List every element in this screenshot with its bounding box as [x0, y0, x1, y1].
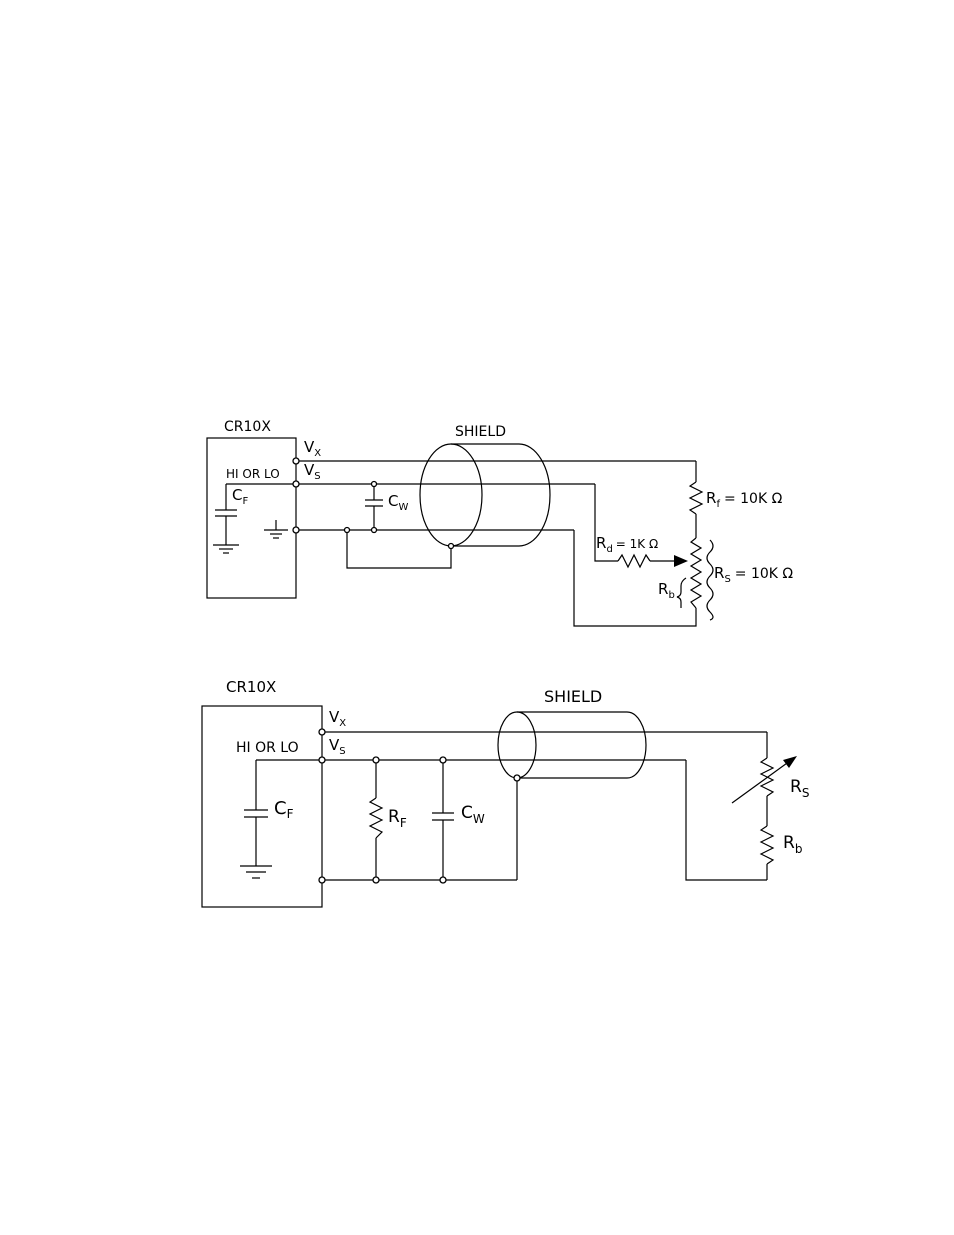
vx-label-1: VX [304, 438, 321, 459]
cr10x-box-2 [202, 706, 322, 907]
return-wire-2 [686, 760, 767, 880]
rs-label-2: RS [790, 777, 809, 800]
hi-lo-label-2: HI OR LO [236, 740, 299, 756]
cr10x-label-2: CR10X [226, 678, 276, 696]
rs-resistor-1 [691, 538, 701, 608]
rs-brace-1 [707, 540, 713, 620]
wiper-arrow-icon-1 [674, 555, 688, 567]
rb-label-2: Rb [783, 833, 802, 856]
cf-label-1: CF [232, 486, 248, 507]
hi-lo-label-1: HI OR LO [226, 467, 280, 481]
ground-terminal-2 [319, 877, 325, 883]
vs-label-1: VS [304, 461, 321, 482]
rs-label-1: RS= 10K Ω [714, 564, 793, 585]
cw-label-2: CW [461, 803, 485, 826]
variable-arrow-icon-2 [783, 756, 797, 768]
vs-terminal-2 [319, 757, 325, 763]
rb-brace-1 [677, 578, 686, 608]
vs-terminal-1 [293, 481, 299, 487]
shield-terminal-1 [449, 544, 454, 549]
vx-terminal-2 [319, 729, 325, 735]
vx-terminal-1 [293, 458, 299, 464]
rd-resistor-1 [618, 555, 650, 567]
shield-front-ellipse-1 [420, 444, 482, 546]
shield-back-arc-1 [519, 444, 550, 546]
rf-label-2: RF [388, 807, 407, 830]
rb-resistor-2 [761, 826, 773, 864]
shield-terminal-2 [514, 775, 520, 781]
shield-back-arc-2 [627, 712, 646, 778]
cf-label-2: CF [274, 798, 294, 821]
rf-resistor-1 [690, 482, 702, 514]
cw-label-1: CW [388, 492, 408, 513]
diagram-1: CR10X VX VS HI OR LO CF CW [207, 419, 793, 626]
diagram-2: CR10X VX VS HI OR LO CF RF CW [202, 678, 809, 907]
shield-label-2: SHIELD [544, 687, 602, 706]
rd-label-1: Rd= 1K Ω [596, 534, 658, 555]
rf-resistor-2 [370, 798, 382, 838]
shield-front-ellipse-2 [498, 712, 536, 778]
vs-label-2: VS [329, 736, 346, 757]
rb-label-1: Rb [658, 580, 675, 601]
ground-terminal-1 [293, 527, 299, 533]
shield-label-1: SHIELD [455, 424, 506, 440]
rf-label-1: Rf= 10K Ω [706, 489, 783, 510]
rs-variable-arrow-line-2 [732, 758, 794, 803]
shield-drain-wire-1 [347, 530, 451, 568]
cr10x-box-1 [207, 438, 296, 598]
cr10x-label-1: CR10X [224, 419, 271, 435]
vx-label-2: VX [329, 708, 346, 729]
